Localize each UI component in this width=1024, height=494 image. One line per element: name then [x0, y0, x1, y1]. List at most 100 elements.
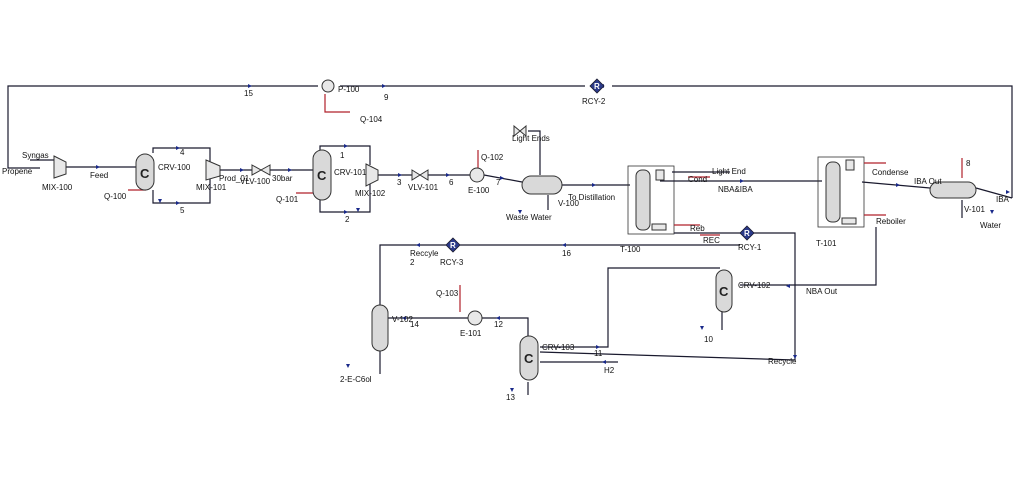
arrow-marker [592, 183, 596, 187]
valve-vlv-100-b[interactable] [259, 164, 271, 176]
reactor-crv-101[interactable] [312, 149, 332, 201]
label-stream-4: 4 [180, 148, 185, 157]
label-v-102: V-102 [392, 315, 413, 324]
cooler-e-101[interactable] [467, 310, 483, 326]
arrow-marker [416, 243, 420, 247]
reactor-crv-100[interactable] [135, 153, 155, 191]
stream-iba[interactable] [975, 187, 1013, 199]
separator-v-100[interactable] [521, 175, 563, 195]
stream-11[interactable] [540, 267, 720, 348]
label-propene: Propene [2, 167, 33, 176]
stream-15[interactable] [7, 85, 318, 169]
label-stream-13: 13 [506, 393, 515, 402]
recycle-rcy-1[interactable] [739, 225, 755, 241]
crv-100-symbol: C [140, 166, 150, 181]
label-e-101: E-101 [460, 329, 482, 338]
label-prod01: Prod_01 [219, 174, 250, 183]
label-stream-8: 8 [966, 159, 971, 168]
mixer-mix-100[interactable] [53, 155, 67, 179]
label-stream-9: 9 [384, 93, 389, 102]
arrow-marker [346, 364, 350, 368]
label-vlv-101: VLV-101 [408, 183, 439, 192]
valve-vlv-101[interactable] [411, 169, 421, 181]
label-recycle: Recycle [768, 357, 797, 366]
label-cond: Cond [688, 175, 707, 184]
arrow-marker [740, 179, 744, 183]
label-waste-water: Waste Water [506, 213, 552, 222]
label-rcy-1: RCY-1 [738, 243, 762, 252]
mixer-mix-101[interactable] [205, 159, 221, 181]
label-syngas: Syngas [22, 151, 49, 160]
stream-light-ends[interactable] [528, 130, 541, 175]
t-100-condenser[interactable] [655, 169, 665, 181]
column-t-100[interactable] [635, 169, 651, 231]
arrow-marker [382, 84, 386, 88]
crv-102-symbol: C [719, 284, 729, 299]
reactor-crv-103[interactable] [519, 335, 539, 381]
label-rec: REC [703, 236, 720, 245]
label-e-100: E-100 [468, 186, 490, 195]
label-stream-11: 11 [594, 349, 603, 358]
t-100-reboiler[interactable] [651, 223, 667, 231]
arrow-marker [510, 388, 514, 392]
t-101-reboiler[interactable] [841, 217, 857, 225]
reactor-crv-102[interactable] [715, 269, 733, 313]
label-condense: Condense [872, 168, 909, 177]
separator-v-102[interactable] [371, 304, 389, 352]
stream-reccyle[interactable] [379, 244, 446, 305]
arrow-marker [96, 165, 100, 169]
label-crv-102: CRV-102 [738, 281, 771, 290]
label-feed: Feed [90, 171, 108, 180]
arrow-marker [793, 355, 797, 359]
pump-p-100[interactable] [321, 79, 335, 93]
column-t-101[interactable] [825, 161, 841, 223]
label-h2: H2 [604, 366, 615, 375]
recycle-rcy-3[interactable] [445, 237, 461, 253]
rcy-2-symbol: R [594, 82, 600, 91]
valve-vlv-100[interactable] [251, 164, 263, 176]
stream-15-loop[interactable] [612, 85, 1013, 198]
label-e-c6ol: 2-E-C6ol [340, 375, 372, 384]
arrow-marker [1006, 190, 1010, 194]
label-stream-7: 7 [496, 178, 501, 187]
arrow-marker [288, 168, 292, 172]
valve-light-ends[interactable] [513, 124, 521, 138]
arrow-marker [496, 316, 500, 320]
label-vlv-100: VLV-100 [240, 177, 271, 186]
energy-q104[interactable] [324, 94, 350, 113]
mixer-mix-102[interactable] [365, 163, 379, 187]
label-to-distillation: To Distillation [568, 193, 615, 202]
crv-103-symbol: C [524, 351, 534, 366]
arrow-marker [446, 173, 450, 177]
label-stream-1: 1 [340, 151, 345, 160]
t-101-condenser[interactable] [845, 159, 855, 171]
label-30bar: 30bar [272, 174, 293, 183]
label-reboiler: Reboiler [876, 217, 906, 226]
arrow-marker [896, 183, 900, 187]
label-q-100: Q-100 [104, 192, 127, 201]
label-stream-2: 2 [345, 215, 350, 224]
label-stream-3: 3 [397, 178, 402, 187]
stream-12[interactable] [482, 317, 529, 340]
label-iba: IBA [996, 195, 1010, 204]
stream-4[interactable] [152, 147, 211, 162]
arrow-marker [344, 144, 348, 148]
label-stream-5: 5 [180, 206, 185, 215]
stream-recycle[interactable] [539, 351, 796, 361]
stream-5[interactable] [152, 178, 211, 204]
heater-e-100[interactable] [469, 167, 485, 183]
separator-v-101[interactable] [929, 181, 977, 199]
stream-rec[interactable] [674, 232, 796, 360]
arrow-marker [356, 208, 360, 212]
arrow-marker [240, 168, 244, 172]
label-water: Water [980, 221, 1001, 230]
stream-nba-out[interactable] [740, 227, 877, 286]
valve-vlv-101-b[interactable] [419, 169, 429, 181]
label-q-104: Q-104 [360, 115, 383, 124]
valve-light-ends-b[interactable] [519, 124, 527, 138]
label-reccyle: Reccyle [410, 249, 439, 258]
recycle-rcy-2[interactable] [589, 78, 605, 94]
label-crv-101: CRV-101 [334, 168, 367, 177]
label-light-end: Light End [712, 167, 746, 176]
